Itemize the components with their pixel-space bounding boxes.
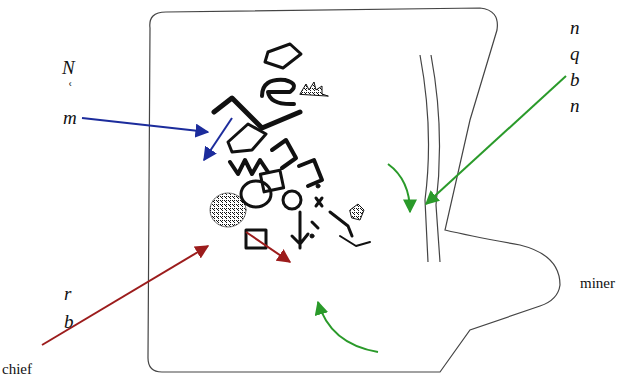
translation-word: chief bbox=[2, 362, 32, 377]
glyph bbox=[272, 140, 296, 168]
rock-crack bbox=[431, 55, 440, 262]
glyph bbox=[283, 191, 301, 209]
reading-arrow bbox=[388, 164, 410, 212]
glyph bbox=[241, 181, 271, 207]
glyph bbox=[340, 236, 370, 246]
pointer-arrow bbox=[426, 76, 566, 204]
rock-crack bbox=[420, 55, 429, 262]
transliteration-letter: ʿ bbox=[66, 80, 72, 99]
glyph bbox=[265, 44, 301, 68]
glyph bbox=[312, 198, 352, 236]
reading-arrow bbox=[318, 302, 378, 352]
glyph-dot bbox=[316, 184, 320, 188]
glyph-scribble bbox=[300, 82, 328, 96]
translation-word: miner bbox=[580, 276, 615, 291]
reading-arrow bbox=[246, 232, 290, 262]
glyph bbox=[260, 170, 283, 192]
transliteration-letter: n bbox=[570, 96, 580, 115]
glyph bbox=[228, 124, 266, 152]
glyph bbox=[299, 160, 322, 186]
transliteration-letter: m bbox=[63, 108, 77, 127]
transliteration-letter: N bbox=[62, 58, 75, 77]
glyph bbox=[230, 160, 268, 174]
pointer-arrow bbox=[42, 246, 208, 345]
transliteration-letter: n bbox=[570, 18, 580, 37]
transliteration-letter: b bbox=[570, 70, 580, 89]
glyph-scribble bbox=[210, 193, 246, 227]
glyph bbox=[262, 80, 294, 104]
reading-arrow bbox=[204, 118, 232, 160]
transliteration-letter: q bbox=[570, 44, 580, 63]
rock-outline bbox=[148, 8, 560, 372]
glyph bbox=[214, 98, 300, 128]
glyph-scribble bbox=[350, 204, 364, 220]
glyph bbox=[292, 212, 308, 248]
transliteration-letter: b bbox=[64, 312, 74, 331]
pointer-arrow bbox=[82, 118, 208, 132]
glyph-dot bbox=[310, 234, 314, 238]
transliteration-letter: r bbox=[64, 284, 71, 303]
